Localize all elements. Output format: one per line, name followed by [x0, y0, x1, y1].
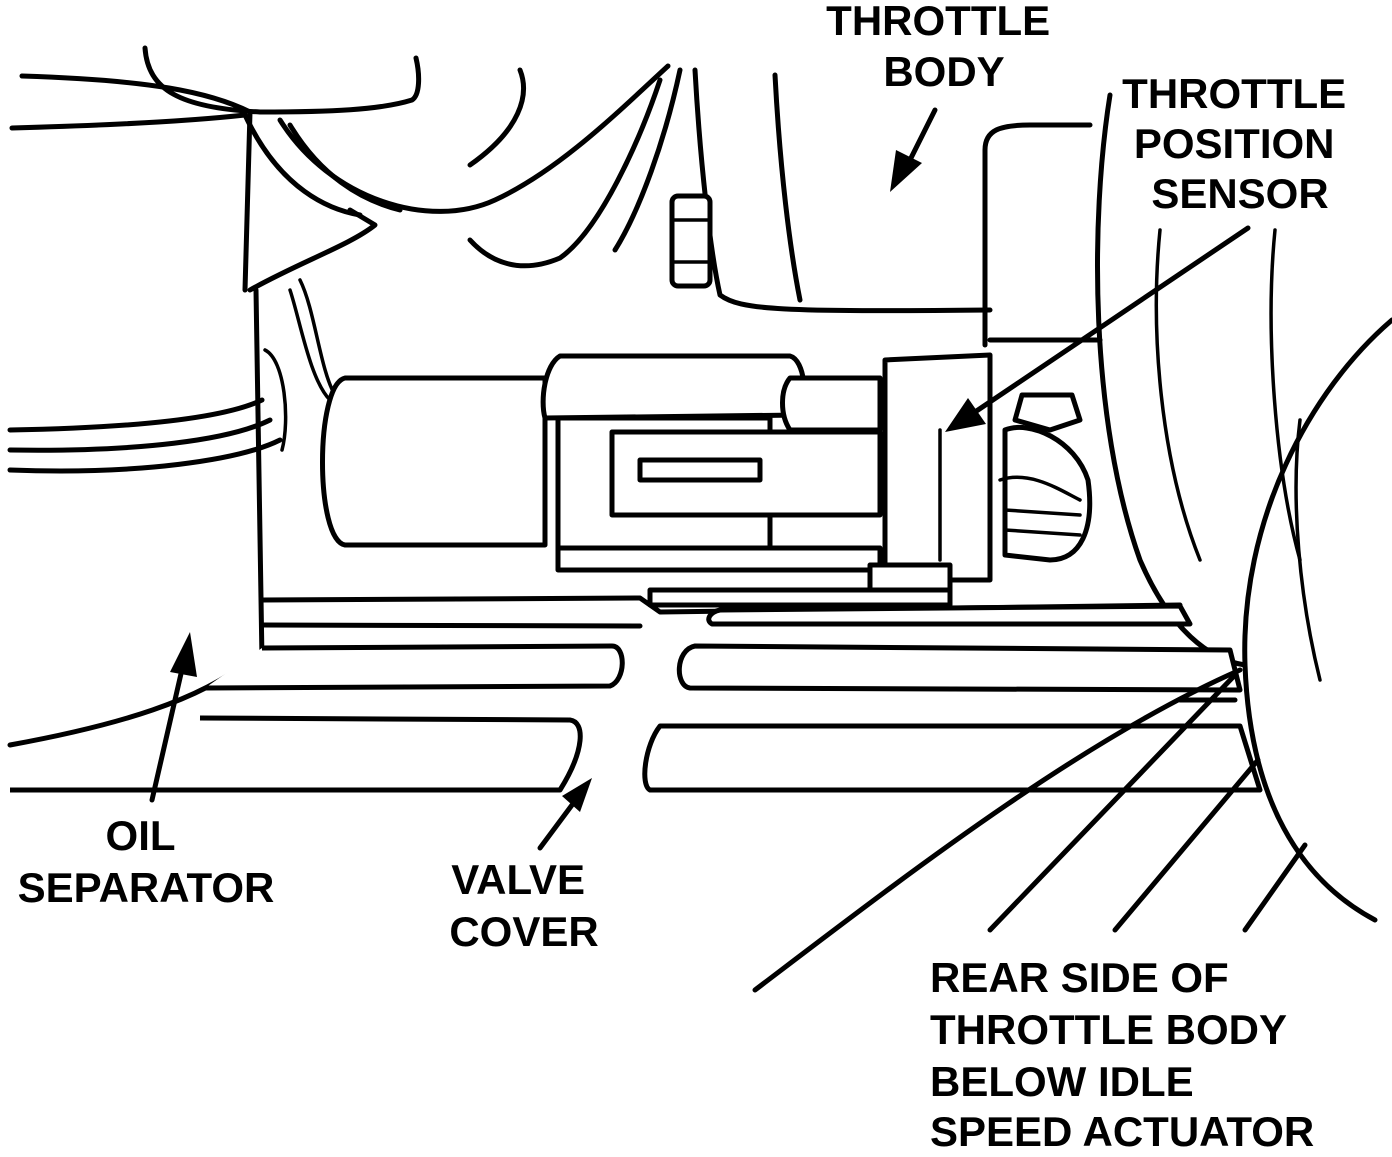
valve-cover-arrow	[537, 778, 592, 851]
arrowhead	[890, 150, 922, 192]
label-line: REAR SIDE OF	[930, 954, 1229, 1001]
label-line: SENSOR	[1151, 170, 1328, 217]
throttle-position-sensor-arrow	[945, 225, 1251, 432]
label-line: SEPARATOR	[18, 864, 275, 911]
label-line: THROTTLE BODY	[930, 1006, 1287, 1053]
upper-plenum-drawing	[19, 45, 683, 293]
rear-side-lines	[752, 667, 1308, 993]
label-line: THROTTLE	[1122, 70, 1346, 117]
arrowhead	[562, 778, 592, 812]
rear-side-label: REAR SIDE OF THROTTLE BODY BELOW IDLE SP…	[930, 954, 1314, 1152]
throttle-position-sensor-label: THROTTLE POSITION SENSOR	[1122, 70, 1358, 217]
label-line: BELOW IDLE	[930, 1058, 1194, 1105]
label-line: OIL	[106, 812, 175, 859]
label-line: SPEED ACTUATOR	[930, 1108, 1314, 1152]
label-line: POSITION	[1134, 120, 1335, 167]
oil-separator-label: OIL SEPARATOR	[18, 812, 275, 911]
arrowhead	[170, 632, 197, 677]
idle-speed-actuator-housing	[1095, 92, 1392, 923]
valve-cover-label: VALVE COVER	[449, 856, 598, 955]
oil-separator-drawing	[7, 112, 337, 748]
oil-separator-arrow	[149, 632, 197, 803]
label-line: THROTTLE	[826, 0, 1050, 44]
label-line: BODY	[883, 48, 1004, 95]
label-line: VALVE	[451, 856, 585, 903]
throttle-body-label: THROTTLE BODY	[826, 0, 1062, 95]
sensor-connector-drawing	[320, 352, 1093, 608]
label-line: COVER	[449, 908, 598, 955]
arrowhead	[945, 398, 986, 432]
throttle-body-arrow	[890, 107, 938, 192]
throttle-body-drawing	[669, 67, 1103, 348]
